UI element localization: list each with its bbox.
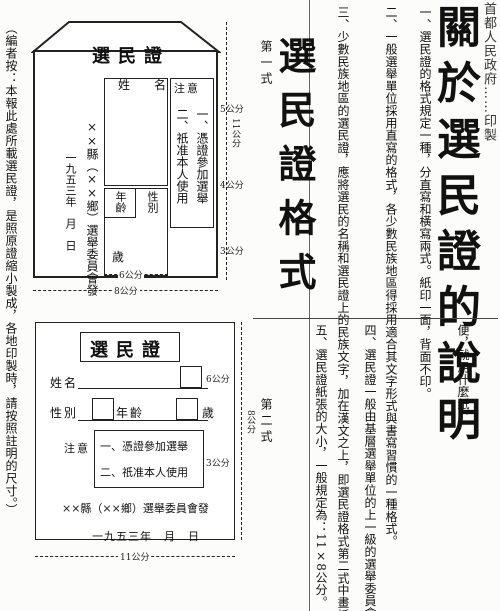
paragraph-4: 四、選民證一般由基層選舉單位的上一級的選舉委員會印製，基層選舉委員會填發。如：鄉… (362, 324, 377, 611)
card2-notice-box (94, 430, 204, 488)
card1-notice-box (170, 78, 214, 228)
section-divider (253, 318, 498, 319)
format-title: 選民證格式 (272, 36, 317, 306)
card1-notice-2: 二、祇准本人使用 (175, 108, 189, 204)
card2-dim-height: 8公分 (245, 410, 255, 434)
paragraph-2: 二、一般選舉單位採用直寫的格式，各少數民族地區得採用適合其文字形式與書寫習慣的一… (384, 6, 398, 548)
style-label-second: 第二式 (259, 398, 273, 446)
voter-card-horizontal (35, 322, 235, 540)
card1-age-label: 年齡 (114, 191, 127, 213)
card1-dim-inner: 6公分 (118, 268, 144, 281)
newspaper-line: 首都人民政府……印製 (481, 2, 496, 142)
card1-notice-1: 一、憑證參加選舉 (195, 108, 209, 204)
card2-date: 一九五三年 月 日 (92, 530, 200, 543)
card2-gender-ethnic-box (92, 398, 114, 420)
card1-name-label: 姓 名 (118, 78, 173, 92)
card2-dim-inner: 6公分 (206, 375, 230, 385)
card2-notice-1: 一、憑證參加選舉 (100, 440, 188, 453)
card2-name-label: 姓名 (50, 376, 79, 390)
card1-issuer: ××縣（××鄉）選舉委員會發 (85, 120, 99, 296)
card2-gender-label: 性別 (50, 406, 79, 420)
card1-gender-label: 性別 (146, 191, 159, 213)
style-label-first: 第一式 (259, 40, 273, 88)
card1-notice-label: 注意 (174, 82, 200, 95)
card1-dim-top: 5公分 (220, 105, 244, 115)
card2-issuer: ××縣（××鄉）選舉委員會發 (62, 502, 209, 515)
paragraph-3: 三、少數民族地區的選民證，應將選民的名稱和選民證上的民族文字，加在漢文之上，即選… (336, 6, 350, 611)
card2-dim-width: 11公分 (118, 550, 152, 563)
card1-dim-width: 8公分 (112, 284, 140, 297)
paragraph-3-end: 便，就用什麼紙。 (456, 324, 470, 423)
card1-age-unit: 歲 (112, 250, 125, 264)
card2-notice-label: 注意 (64, 442, 90, 455)
card2-age-unit: 歲 (202, 406, 215, 420)
editor-note: （編者按：本報此處所載選民證，是照原證縮小製成，各地印製時，請按照註明的尺寸。） (4, 22, 18, 516)
card2-name-ethnic-box (180, 366, 202, 388)
card2-gender-age-line (78, 420, 208, 421)
card1-title: 選民證 (92, 46, 170, 67)
paragraph-1: 一、選民證的格式規定一種，分直寫和橫寫兩式。紙印一面，背面不印。 (418, 6, 432, 400)
voter-card-vertical (33, 50, 218, 278)
card2-height-line (241, 322, 242, 540)
card1-date: 一九五三年 月 日 (64, 152, 77, 251)
card2-age-label: 年齡 (116, 406, 145, 420)
card2-dim-small: 3公分 (206, 459, 230, 469)
card2-age-ethnic-box (176, 398, 198, 420)
card1-name-box (104, 78, 168, 186)
card2-name-line (78, 388, 208, 389)
card1-age-box (104, 188, 136, 218)
paragraph-5: 五、選民證紙張的大小，一般規定為：11×8公分。 (314, 324, 328, 609)
column-rule (309, 0, 310, 611)
card1-dim-height: 11公分 (230, 118, 240, 148)
card1-dim-mid: 4公分 (220, 181, 244, 191)
card2-notice-2: 二、祇准本人使用 (100, 466, 188, 479)
card1-dim-low: 3公分 (220, 247, 244, 257)
card2-title: 選民證 (90, 340, 168, 361)
main-title: 關於選民證的說明 (429, 4, 480, 452)
card2-title-box (80, 332, 180, 362)
card1-height-line (226, 22, 227, 280)
